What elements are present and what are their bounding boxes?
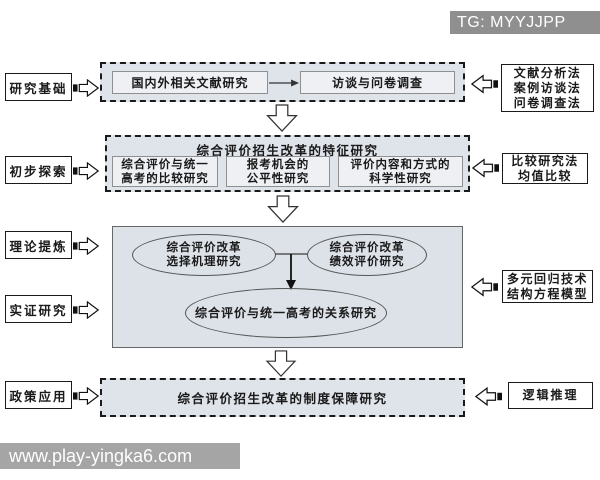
connector-down-arrow-icon xyxy=(275,253,308,290)
phase2-scientific-box: 评价内容和方式的 科学性研究 xyxy=(338,156,463,187)
stage-label: 理论提炼 xyxy=(9,239,68,254)
phase3-performance-ellipse: 综合评价改革 绩效评价研究 xyxy=(307,234,427,276)
phase3-relation-label: 综合评价与统一高考的关系研究 xyxy=(194,306,377,320)
phase2-fairness-box: 报考机会的 公平性研究 xyxy=(226,156,330,187)
method-box-logical-reasoning: 逻辑推理 xyxy=(508,382,593,409)
site-watermark-bar: www.play-yingka6.com xyxy=(0,443,240,469)
arrow-right-icon xyxy=(73,387,100,405)
phase4-container: 综合评价招生改革的制度保障研究 xyxy=(100,378,465,417)
stage-box-theory-refinement: 理论提炼 xyxy=(5,231,72,259)
site-watermark-text: www.play-yingka6.com xyxy=(9,445,193,466)
phase2-comparison-box: 综合评价与统一 高考的比较研究 xyxy=(112,156,218,187)
stage-box-initial-exploration: 初步探索 xyxy=(5,156,72,184)
phase1-interview-label: 访谈与问卷调查 xyxy=(331,75,423,90)
phase3-mechanism-label: 综合评价改革 选择机理研究 xyxy=(166,242,242,268)
stage-box-empirical-research: 实证研究 xyxy=(5,295,72,323)
arrow-down-icon xyxy=(266,104,298,132)
tg-watermark-text: TG: MYYJJPP xyxy=(457,13,566,31)
phase3-performance-label: 综合评价改革 绩效评价研究 xyxy=(329,242,405,268)
arrow-down-icon xyxy=(265,350,297,378)
method-box-document-analysis: 文献分析法 案例访谈法 问卷调查法 xyxy=(501,64,594,112)
stage-label: 研究基础 xyxy=(9,81,68,96)
arrow-down-icon xyxy=(267,195,299,223)
arrow-left-icon xyxy=(471,158,499,178)
tg-watermark-badge: TG: MYYJJPP xyxy=(450,11,600,34)
phase4-title-text: 综合评价招生改革的制度保障研究 xyxy=(177,392,388,406)
phase3-relation-ellipse: 综合评价与统一高考的关系研究 xyxy=(185,288,387,338)
stage-label: 实证研究 xyxy=(9,303,68,318)
stage-box-policy-application: 政策应用 xyxy=(5,381,72,409)
method-label: 文献分析法 案例访谈法 问卷调查法 xyxy=(513,65,582,110)
phase2-title: 综合评价招生改革的特征研究 xyxy=(105,140,470,159)
phase2-scientific-label: 评价内容和方式的 科学性研究 xyxy=(350,158,451,185)
arrow-right-icon xyxy=(73,237,100,255)
arrow-right-icon xyxy=(73,79,100,97)
method-label: 比较研究法 均值比较 xyxy=(511,153,579,183)
stage-label: 政策应用 xyxy=(9,389,68,404)
arrow-right-solid-icon xyxy=(269,79,299,87)
method-box-comparative-research: 比较研究法 均值比较 xyxy=(502,153,588,184)
stage-label: 初步探索 xyxy=(9,164,68,179)
method-label: 多元回归技术 结构方程模型 xyxy=(506,271,588,301)
stage-box-research-foundation: 研究基础 xyxy=(5,73,72,101)
phase1-interview-box: 访谈与问卷调查 xyxy=(300,71,455,94)
phase1-literature-label: 国内外相关文献研究 xyxy=(131,75,249,90)
phase1-literature-box: 国内外相关文献研究 xyxy=(112,71,268,94)
phase2-comparison-label: 综合评价与统一 高考的比较研究 xyxy=(121,158,209,185)
arrow-left-icon xyxy=(470,277,498,297)
arrow-left-icon xyxy=(474,387,502,406)
phase3-mechanism-ellipse: 综合评价改革 选择机理研究 xyxy=(132,234,276,276)
arrow-right-icon xyxy=(73,301,100,319)
arrow-left-icon xyxy=(470,74,498,94)
method-label: 逻辑推理 xyxy=(522,388,579,402)
arrow-right-icon xyxy=(73,162,100,180)
method-box-regression-sem: 多元回归技术 结构方程模型 xyxy=(502,270,593,303)
phase2-title-text: 综合评价招生改革的特征研究 xyxy=(196,144,379,158)
phase2-fairness-label: 报考机会的 公平性研究 xyxy=(246,158,310,185)
